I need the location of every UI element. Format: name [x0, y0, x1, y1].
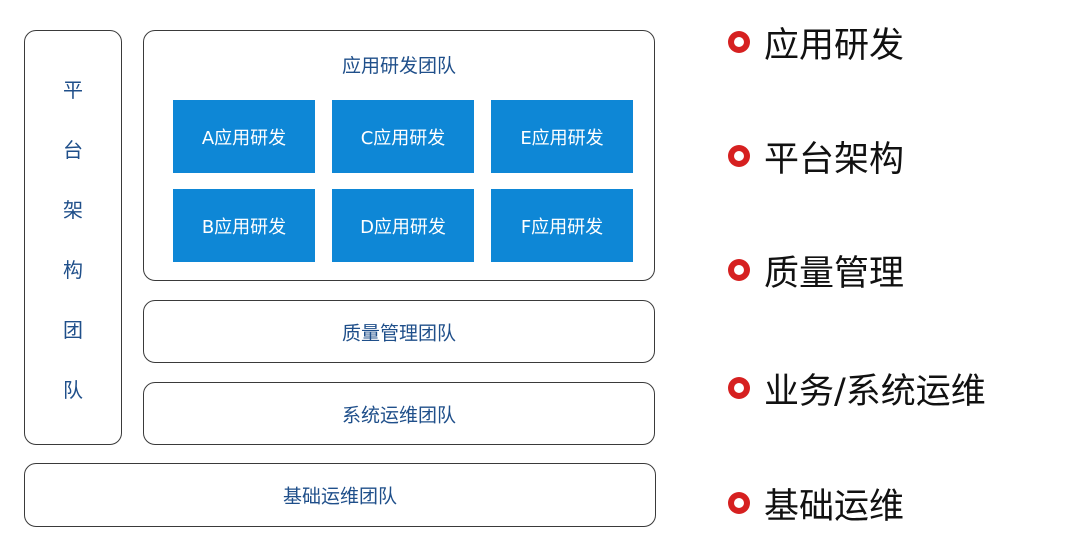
app-dev-team-title: 应用研发团队: [341, 55, 456, 77]
platform-team-vertical-label: 平 台 架 构 团 队: [25, 79, 121, 439]
quality-management-team-box: 质量管理团队: [143, 300, 655, 363]
platform-label-char: 平: [63, 78, 83, 102]
infrastructure-ops-team-box: 基础运维团队: [24, 463, 656, 527]
platform-architecture-team-box: 平 台 架 构 团 队: [24, 30, 122, 445]
platform-label-char: 台: [63, 138, 83, 162]
legend-item-quality-management: 质量管理: [728, 248, 904, 294]
red-ring-bullet-icon: [728, 492, 750, 514]
legend-item-business-system-ops: 业务/系统运维: [728, 366, 986, 412]
legend-label: 基础运维: [764, 486, 905, 527]
legend-label: 平台架构: [764, 139, 905, 180]
legend-label: 质量管理: [764, 253, 905, 294]
quality-management-team-title: 质量管理团队: [341, 322, 456, 344]
platform-label-char: 架: [63, 198, 83, 222]
app-dev-tile-d: D应用研发: [332, 189, 474, 262]
app-dev-tile-e: E应用研发: [491, 100, 633, 173]
system-ops-team-box: 系统运维团队: [143, 382, 655, 445]
app-dev-tile-b: B应用研发: [173, 189, 315, 262]
legend-label: 应用研发: [764, 25, 905, 66]
platform-label-char: 团: [63, 318, 83, 342]
app-dev-team-box: 应用研发团队 A应用研发 C应用研发 E应用研发 B应用研发 D应用研发 F应用…: [143, 30, 655, 281]
legend-item-app-dev: 应用研发: [728, 20, 904, 66]
legend-item-infrastructure-ops: 基础运维: [728, 481, 904, 527]
app-dev-tile-a: A应用研发: [173, 100, 315, 173]
infrastructure-ops-team-title: 基础运维团队: [282, 485, 397, 508]
app-dev-tile-f: F应用研发: [491, 189, 633, 262]
red-ring-bullet-icon: [728, 145, 750, 167]
red-ring-bullet-icon: [728, 259, 750, 281]
legend-item-platform-architecture: 平台架构: [728, 134, 904, 180]
platform-label-char: 队: [63, 378, 83, 402]
legend-label: 业务/系统运维: [764, 371, 986, 412]
platform-label-char: 构: [63, 258, 83, 282]
red-ring-bullet-icon: [728, 31, 750, 53]
red-ring-bullet-icon: [728, 377, 750, 399]
system-ops-team-title: 系统运维团队: [341, 404, 456, 426]
app-dev-tile-c: C应用研发: [332, 100, 474, 173]
